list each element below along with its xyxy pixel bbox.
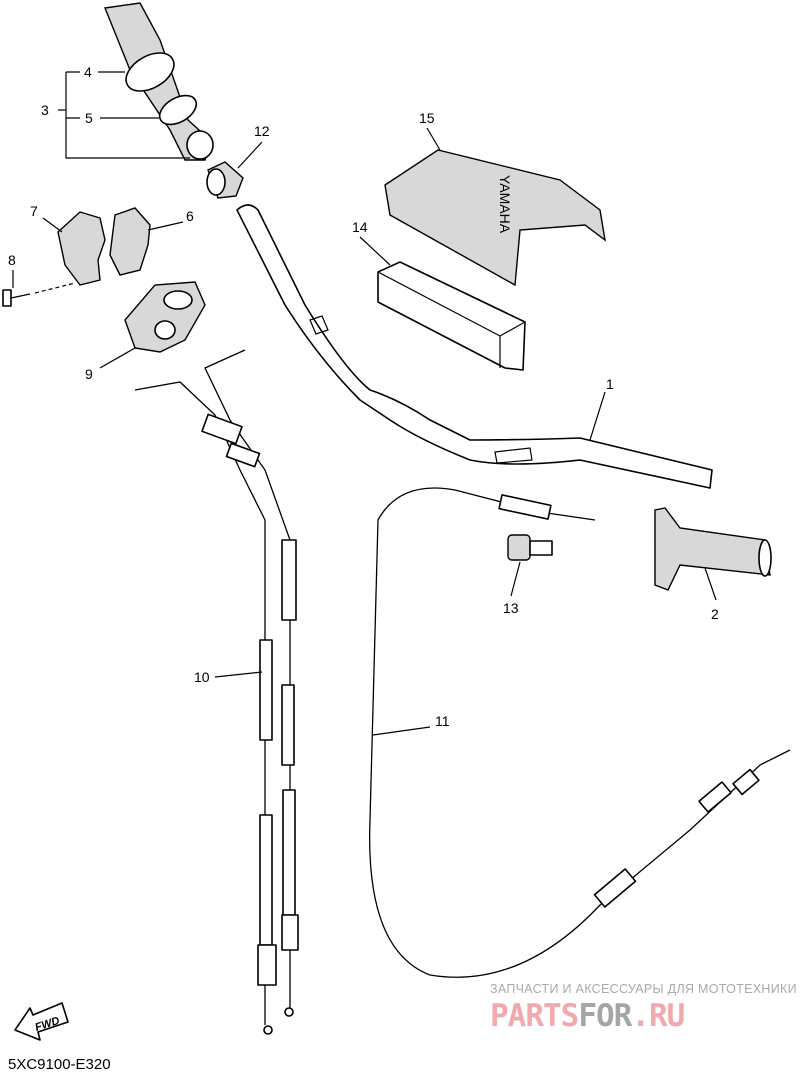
- yamaha-emblem: YAMAHA: [497, 175, 513, 234]
- watermark-brand-3: .RU: [631, 998, 685, 1034]
- callout-7: 7: [30, 203, 38, 219]
- callout-12: 12: [254, 123, 270, 139]
- callout-9: 9: [85, 366, 93, 382]
- callout-6: 6: [186, 208, 194, 224]
- diagram-code: 5XC9100-E320: [8, 1056, 111, 1073]
- screw[interactable]: [2, 282, 76, 307]
- callout-8: 8: [8, 252, 16, 268]
- throttle-cables[interactable]: [134, 349, 299, 1035]
- callout-14: 14: [352, 219, 368, 235]
- handlebar[interactable]: [236, 204, 713, 489]
- switch-housing-upper[interactable]: [109, 207, 151, 276]
- callout-2: 2: [711, 606, 719, 622]
- handlebar-cover[interactable]: YAMAHA: [384, 149, 606, 287]
- switch-housing-lower[interactable]: [57, 211, 106, 286]
- fwd-arrow-icon: FWD: [14, 1002, 69, 1041]
- watermark-logo: PARTSFOR.RU: [490, 998, 685, 1034]
- throttle-cable-housing[interactable]: [124, 281, 206, 353]
- callout-4: 4: [84, 64, 92, 80]
- callout-13: 13: [503, 600, 519, 616]
- throttle-grip[interactable]: [104, 2, 214, 161]
- leader-lines: [12, 71, 717, 736]
- left-grip[interactable]: [654, 507, 772, 591]
- handlebar-pad[interactable]: [377, 261, 526, 371]
- clutch-cable-adjuster[interactable]: [507, 534, 553, 561]
- watermark-brand-1: PARTS: [490, 998, 579, 1034]
- watermark-tagline: ЗАПЧАСТИ И АКСЕССУАРЫ ДЛЯ МОТОТЕХНИКИ: [490, 982, 797, 996]
- clutch-cable[interactable]: [368, 487, 791, 978]
- callout-1: 1: [606, 376, 614, 392]
- callout-5: 5: [85, 110, 93, 126]
- callout-10: 10: [194, 669, 210, 685]
- callout-15: 15: [419, 110, 435, 126]
- callout-11: 11: [435, 713, 450, 729]
- watermark-brand-2: FOR: [578, 998, 632, 1034]
- callout-3: 3: [41, 102, 49, 118]
- collar[interactable]: [206, 161, 244, 199]
